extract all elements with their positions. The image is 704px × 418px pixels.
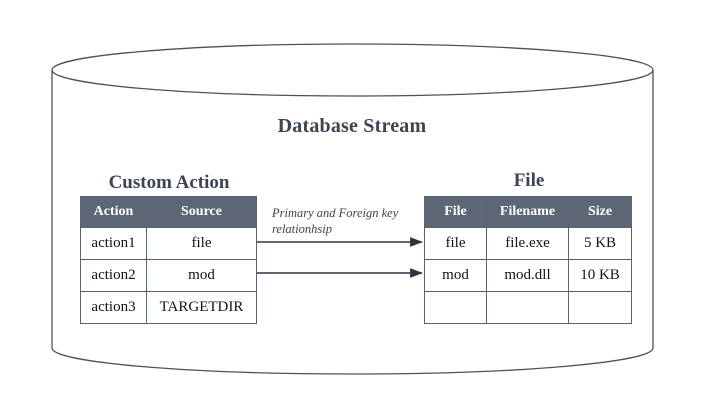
table-row: file file.exe 5 KB (424, 227, 632, 260)
cell-file: mod (424, 259, 487, 292)
file-table: File Filename Size file file.exe 5 KB mo… (424, 196, 632, 324)
custom-action-table-title: Custom Action (108, 172, 230, 193)
cell-source: TARGETDIR (146, 291, 257, 324)
database-stream-title: Database Stream (277, 115, 427, 137)
column-header-action: Action (80, 196, 147, 228)
cell-file (424, 291, 487, 324)
column-header-file: File (424, 196, 487, 228)
custom-action-table: Action Source action1 file action2 mod a… (80, 196, 257, 324)
file-table-title: File (513, 170, 545, 191)
table-row: action3 TARGETDIR (80, 291, 257, 324)
table-row: action1 file (80, 227, 257, 260)
column-header-source: Source (146, 196, 257, 228)
table-header-row: Action Source (80, 196, 257, 228)
cell-action: action1 (80, 227, 147, 260)
cell-size (568, 291, 632, 324)
cell-file: file (424, 227, 487, 260)
cell-source: file (146, 227, 257, 260)
cell-filename: mod.dll (486, 259, 569, 292)
column-header-size: Size (568, 196, 632, 228)
relationship-annotation: Primary and Foreign key relationhsip (272, 206, 399, 236)
table-row: mod mod.dll 10 KB (424, 259, 632, 292)
cell-filename: file.exe (486, 227, 569, 260)
cell-action: action3 (80, 291, 147, 324)
cell-size: 5 KB (568, 227, 632, 260)
column-header-filename: Filename (486, 196, 569, 228)
cell-source: mod (146, 259, 257, 292)
table-row (424, 291, 632, 324)
table-header-row: File Filename Size (424, 196, 632, 228)
cell-filename (486, 291, 569, 324)
